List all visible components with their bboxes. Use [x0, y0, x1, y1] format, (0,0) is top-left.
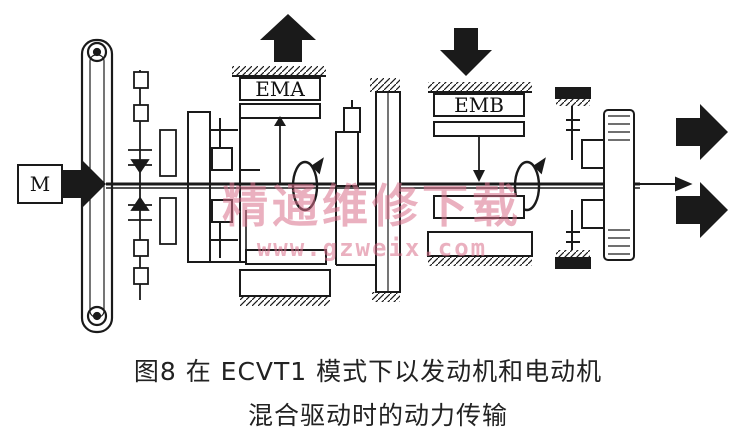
watermark-url: www.gzweix.com [257, 234, 487, 262]
figure-caption-line-1: 图8 在 ECVT1 模式下以发动机和电动机 [133, 357, 603, 386]
engine-block: M [17, 160, 106, 208]
rotation-arrows [291, 157, 546, 212]
emb-label: EMB [454, 93, 504, 117]
emb-motor: EMB [427, 28, 533, 266]
planetary-gear-set-2 [335, 78, 401, 302]
emb-down-arrow-icon [440, 28, 492, 76]
output-arrow-upper-icon [676, 104, 728, 160]
output-arrow-lower-icon [676, 182, 728, 238]
damper-clutch [128, 70, 177, 300]
ema-up-arrow-icon [260, 14, 316, 62]
engine-output-arrow-icon [62, 160, 106, 208]
output-gears [555, 87, 693, 269]
planetary-gear-set-1 [187, 111, 260, 263]
ema-label: EMA [255, 77, 305, 101]
figure-caption-line-2: 混合驱动时的动力传输 [247, 401, 508, 430]
engine-label: M [30, 172, 50, 196]
ema-motor: EMA [232, 14, 331, 306]
powertrain-diagram: M [17, 14, 728, 334]
watermark-text: 精通维修下载 [222, 179, 522, 233]
belt-drive [80, 38, 114, 334]
